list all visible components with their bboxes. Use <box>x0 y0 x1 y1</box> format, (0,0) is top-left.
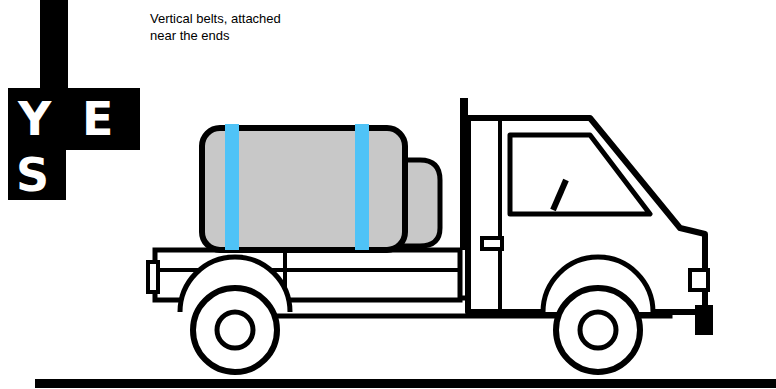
front-wheel <box>556 288 640 372</box>
door-line <box>498 118 502 312</box>
bumper <box>695 305 713 335</box>
logo-letter: S <box>16 152 49 198</box>
door-handle <box>482 238 502 249</box>
cab-window <box>510 135 650 214</box>
rear-hub <box>217 312 253 348</box>
logo-bar <box>40 0 68 90</box>
belt <box>225 124 239 250</box>
steering-wheel <box>553 180 566 210</box>
logo-block <box>8 0 140 200</box>
ground-line <box>35 379 776 388</box>
headlight <box>690 270 708 290</box>
logo-row <box>8 88 140 150</box>
note-text: Vertical belts, attached near the ends <box>150 10 300 44</box>
logo-foot <box>8 148 66 200</box>
logo-letter: E <box>82 96 113 142</box>
belt <box>355 124 369 250</box>
rear-wheel <box>193 288 277 372</box>
logo-letter: Y <box>18 96 51 142</box>
cab <box>468 118 705 312</box>
tail-light <box>148 262 158 292</box>
front-hub <box>580 312 616 348</box>
